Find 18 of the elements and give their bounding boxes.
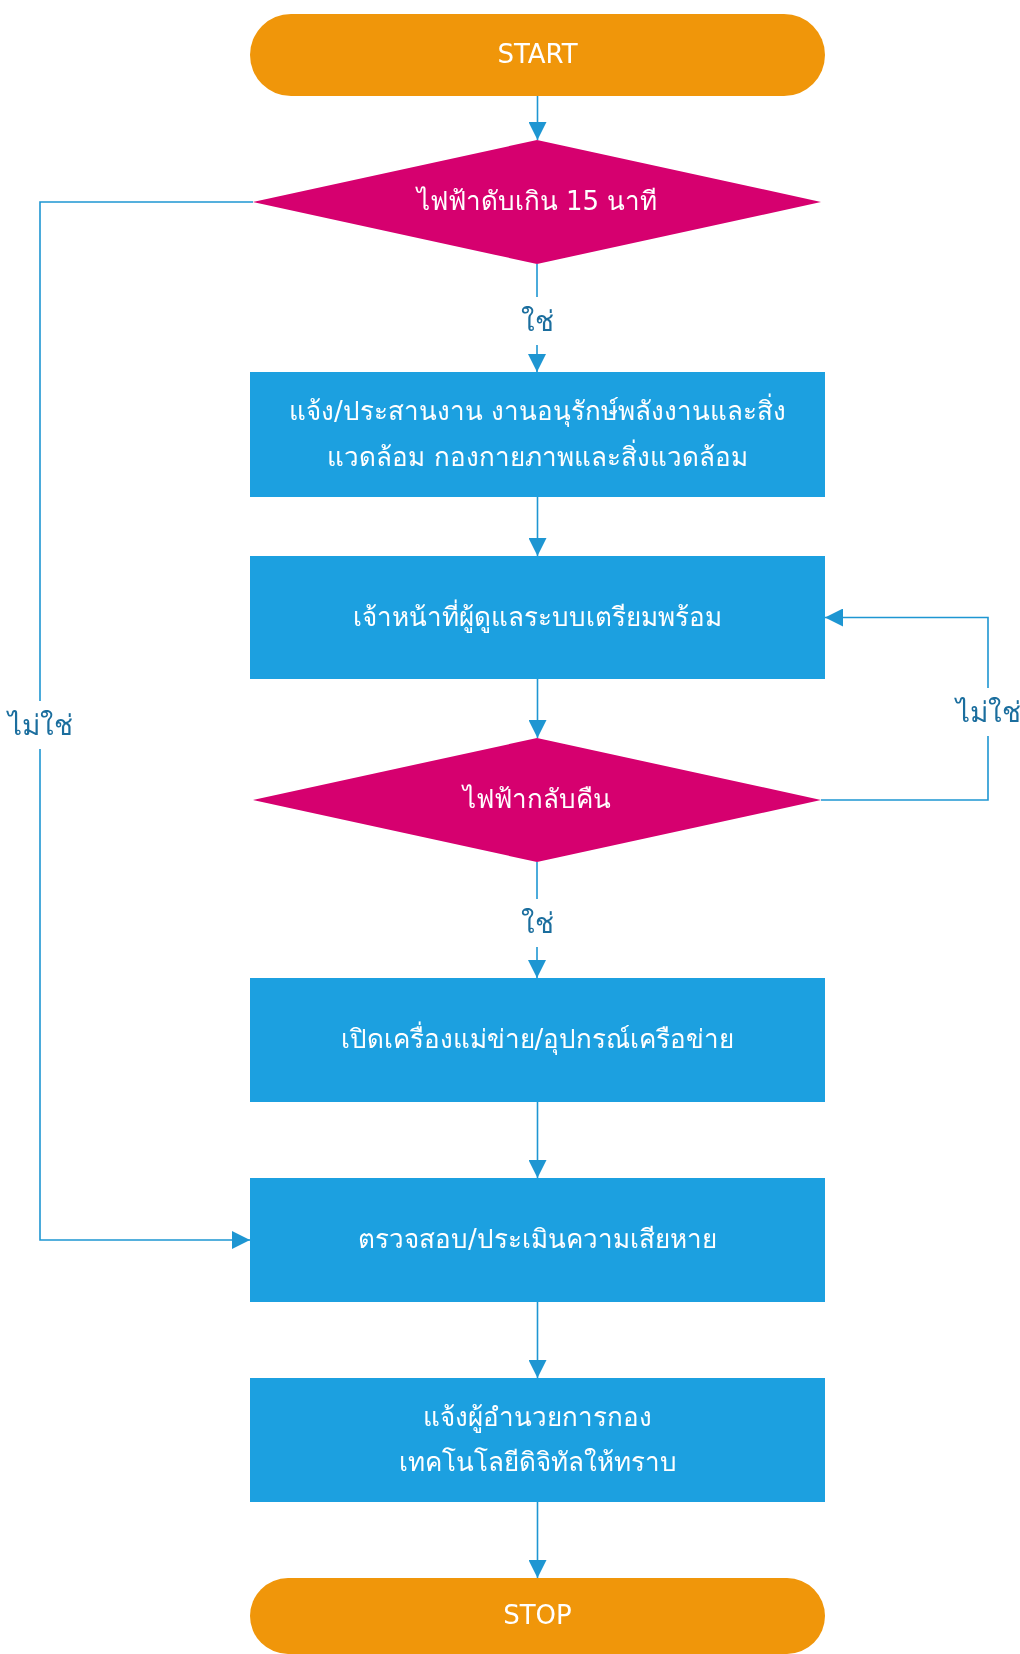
arrow [528, 678, 547, 739]
process-box: ตรวจสอบ/ประเมินความเสียหาย [250, 1178, 825, 1302]
process-box: แจ้งผู้อำนวยการกองเทคโนโลยีดิจิทัลให้ทราบ [250, 1378, 825, 1502]
arrow [528, 496, 547, 557]
arrow [39, 201, 254, 1249]
arrow [820, 608, 989, 801]
arrow [528, 1501, 547, 1579]
decision-diamond: ไฟฟ้ากลับคืน [253, 738, 821, 862]
arrow [528, 1301, 547, 1379]
process-box: แจ้ง/ประสานงาน งานอนุรักษ์พลังงานและสิ่งแวดล้อม กองกายภาพและสิ่งแวดล้อม [250, 372, 825, 497]
process-box: เจ้าหน้าที่ผู้ดูแลระบบเตรียมพร้อม [250, 556, 825, 679]
terminal-pill: START [250, 14, 825, 96]
edge-label: ไม่ใช่ [951, 688, 1020, 736]
arrow [528, 1101, 547, 1179]
decision-diamond: ไฟฟ้าดับเกิน 15 นาที [253, 140, 821, 264]
arrow [528, 95, 547, 141]
terminal-pill: STOP [250, 1578, 825, 1654]
process-box: เปิดเครื่องแม่ข่าย/อุปกรณ์เครือข่าย [250, 978, 825, 1102]
